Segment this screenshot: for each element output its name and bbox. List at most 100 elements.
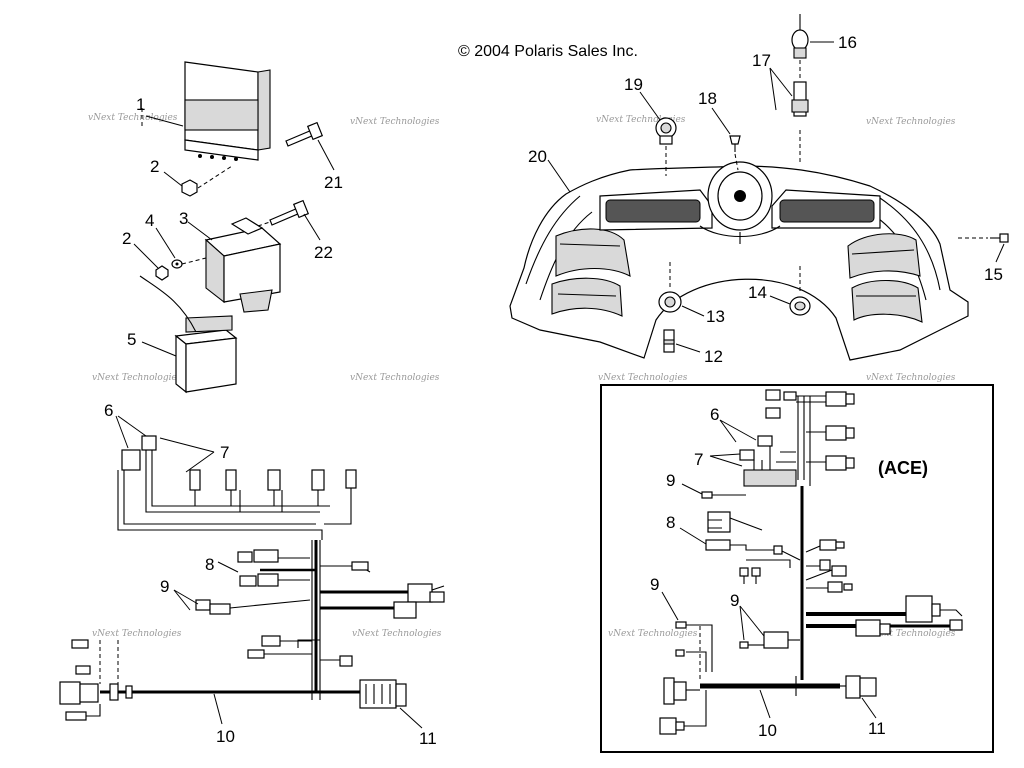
nut: [789, 296, 811, 316]
callout-16: 16: [838, 33, 857, 52]
leader-line: [739, 605, 765, 637]
cdi-module: [184, 61, 271, 161]
callout-22: 22: [314, 243, 333, 262]
leader-line: [145, 115, 184, 127]
callout-9: 9: [730, 591, 739, 610]
screw: [990, 233, 1009, 243]
leader-line: [133, 243, 159, 269]
leader-line: [547, 159, 571, 193]
callout-10: 10: [216, 727, 235, 746]
ace-variant-label: (ACE): [878, 458, 928, 478]
gauge: [655, 117, 677, 145]
callout-9: 9: [666, 471, 675, 490]
watermark: vNext Technologies: [598, 373, 688, 383]
watermark: vNext Technologies: [866, 629, 956, 639]
callout-18: 18: [698, 89, 717, 108]
callout-9: 9: [160, 577, 169, 596]
watermark: vNext Technologies: [608, 629, 698, 639]
leader-line: [995, 243, 1005, 263]
callout-6: 6: [104, 401, 113, 420]
leader-line: [115, 415, 129, 449]
leader-line: [679, 527, 707, 545]
callout-21: 21: [324, 173, 343, 192]
callout-13: 13: [706, 307, 725, 326]
leader-line: [734, 153, 739, 171]
watermark: vNext Technologies: [92, 373, 182, 383]
callout-3: 3: [179, 209, 188, 228]
leader-line: [711, 107, 731, 135]
nut: [181, 179, 198, 197]
dashboard-pod: [509, 161, 969, 361]
watermark: vNext Technologies: [350, 117, 440, 127]
callout-6: 6: [710, 405, 719, 424]
leader-line: [709, 455, 743, 467]
washer: [171, 259, 183, 269]
bulb: [663, 329, 675, 353]
callout-5: 5: [127, 330, 136, 349]
callout-1: 1: [136, 95, 145, 114]
leader-line: [769, 67, 793, 97]
watermark: vNext Technologies: [866, 117, 956, 127]
bulb: [791, 14, 809, 59]
callout-17: 17: [752, 51, 771, 70]
leader-line: [719, 419, 757, 441]
leader-line: [675, 343, 701, 353]
callout-8: 8: [205, 555, 214, 574]
bolt: [285, 121, 324, 147]
copyright-notice: © 2004 Polaris Sales Inc.: [458, 43, 638, 60]
callout-14: 14: [748, 283, 767, 302]
nut: [658, 291, 682, 313]
leader-line: [739, 605, 745, 641]
leader-line: [639, 91, 661, 121]
watermark: vNext Technologies: [350, 373, 440, 383]
callout-12: 12: [704, 347, 723, 366]
watermark: vNext Technologies: [352, 629, 442, 639]
callout-7: 7: [220, 443, 229, 462]
leader-line: [217, 561, 239, 573]
callout-4: 4: [145, 211, 154, 230]
leader-line: [861, 697, 877, 719]
callout-8: 8: [666, 513, 675, 532]
leader-line: [681, 483, 703, 495]
callout-19: 19: [624, 75, 643, 94]
watermark: vNext Technologies: [92, 629, 182, 639]
leader-line: [187, 221, 213, 241]
leader-line: [185, 451, 215, 473]
leader-line: [769, 67, 777, 111]
bolt: [269, 199, 310, 226]
leader-line: [681, 305, 705, 317]
leader-line: [159, 437, 215, 453]
leader-line: [155, 227, 176, 259]
leader-line: [181, 257, 207, 265]
callout-20: 20: [528, 147, 547, 166]
nut: [155, 265, 169, 281]
watermark: vNext Technologies: [596, 115, 686, 125]
watermark: vNext Technologies: [866, 373, 956, 383]
leader-line: [257, 221, 271, 227]
bulb-socket: [791, 81, 809, 117]
leader-line: [197, 165, 233, 189]
callout-10: 10: [758, 721, 777, 740]
leader-line: [759, 689, 771, 719]
ace-harness-frame: [600, 384, 994, 753]
leader-line: [661, 591, 679, 621]
leader-line: [769, 295, 791, 305]
ace-wiring-harness: [659, 389, 963, 735]
leader-line: [117, 415, 147, 437]
callout-15: 15: [984, 265, 1003, 284]
watermarks: vNext Technologies vNext Technologies vN…: [88, 113, 956, 639]
leader-line: [163, 171, 183, 187]
leader-line: [317, 139, 335, 171]
leader-line: [709, 453, 741, 457]
callout-9: 9: [650, 575, 659, 594]
leader-line: [213, 693, 223, 725]
watermark: vNext Technologies: [88, 113, 178, 123]
leader-line: [303, 213, 321, 241]
leader-line: [719, 419, 737, 443]
callout-2: 2: [122, 229, 131, 248]
callout-2: 2: [150, 157, 159, 176]
callout-11: 11: [419, 729, 437, 748]
leader-line: [173, 589, 199, 605]
screw: [729, 135, 741, 152]
